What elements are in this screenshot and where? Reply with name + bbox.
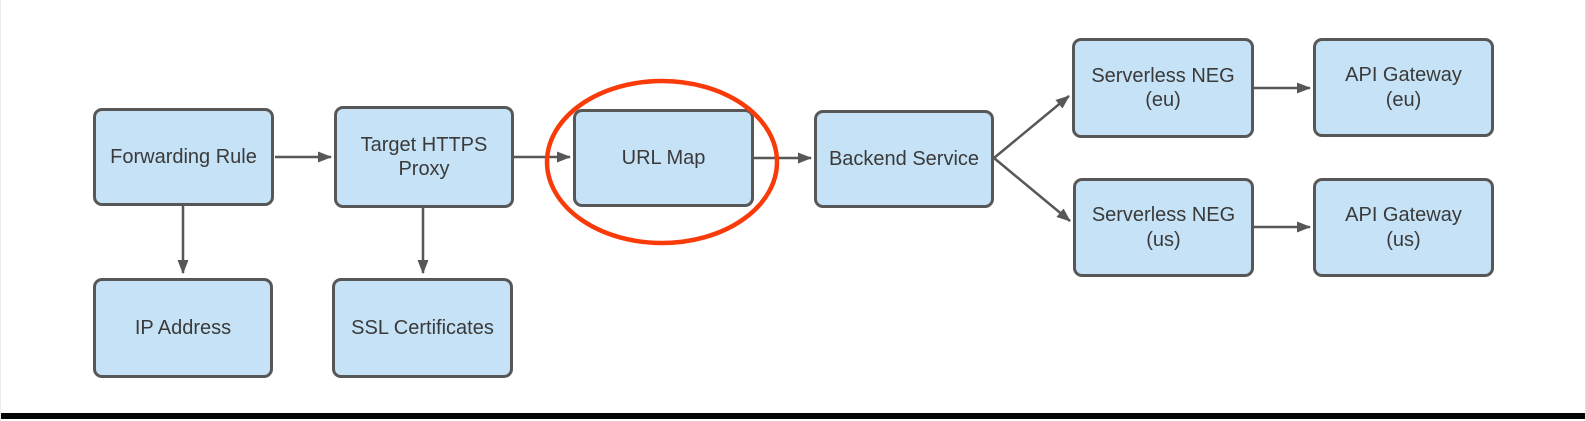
node-label: IP Address bbox=[134, 316, 232, 339]
node-label: Serverless NEG bbox=[1091, 64, 1235, 87]
node-forwarding-rule: Forwarding Rule bbox=[93, 108, 274, 206]
node-serverless-neg-eu: Serverless NEG (eu) bbox=[1072, 38, 1254, 138]
node-label: API Gateway bbox=[1345, 64, 1462, 87]
node-ssl-certificates: SSL Certificates bbox=[332, 278, 513, 378]
node-backend-service: Backend Service bbox=[814, 110, 994, 208]
node-label: Target HTTPS Proxy bbox=[360, 133, 488, 180]
node-api-gateway-eu: API Gateway (eu) bbox=[1313, 38, 1494, 137]
node-label: Forwarding Rule bbox=[110, 145, 257, 168]
node-api-gateway-us: API Gateway (us) bbox=[1313, 178, 1494, 277]
node-sublabel: (us) bbox=[1386, 228, 1421, 251]
node-sublabel: (us) bbox=[1146, 228, 1181, 251]
bottom-black-bar bbox=[1, 413, 1585, 419]
node-label: URL Map bbox=[621, 146, 706, 169]
node-label: SSL Certificates bbox=[351, 316, 494, 339]
node-label: Backend Service bbox=[828, 147, 980, 170]
node-target-https-proxy: Target HTTPS Proxy bbox=[334, 106, 514, 208]
arrow-backend-service-to-serverless-neg-us bbox=[993, 157, 1071, 222]
node-ip-address: IP Address bbox=[93, 278, 273, 378]
node-sublabel: (eu) bbox=[1385, 88, 1422, 111]
node-sublabel: (eu) bbox=[1145, 89, 1181, 111]
node-label: API Gateway bbox=[1345, 204, 1462, 227]
node-serverless-neg-us: Serverless NEG (us) bbox=[1073, 178, 1254, 277]
arrow-backend-service-to-serverless-neg-eu bbox=[993, 95, 1070, 159]
node-label: Serverless NEG bbox=[1091, 204, 1236, 227]
node-url-map: URL Map bbox=[573, 109, 754, 207]
